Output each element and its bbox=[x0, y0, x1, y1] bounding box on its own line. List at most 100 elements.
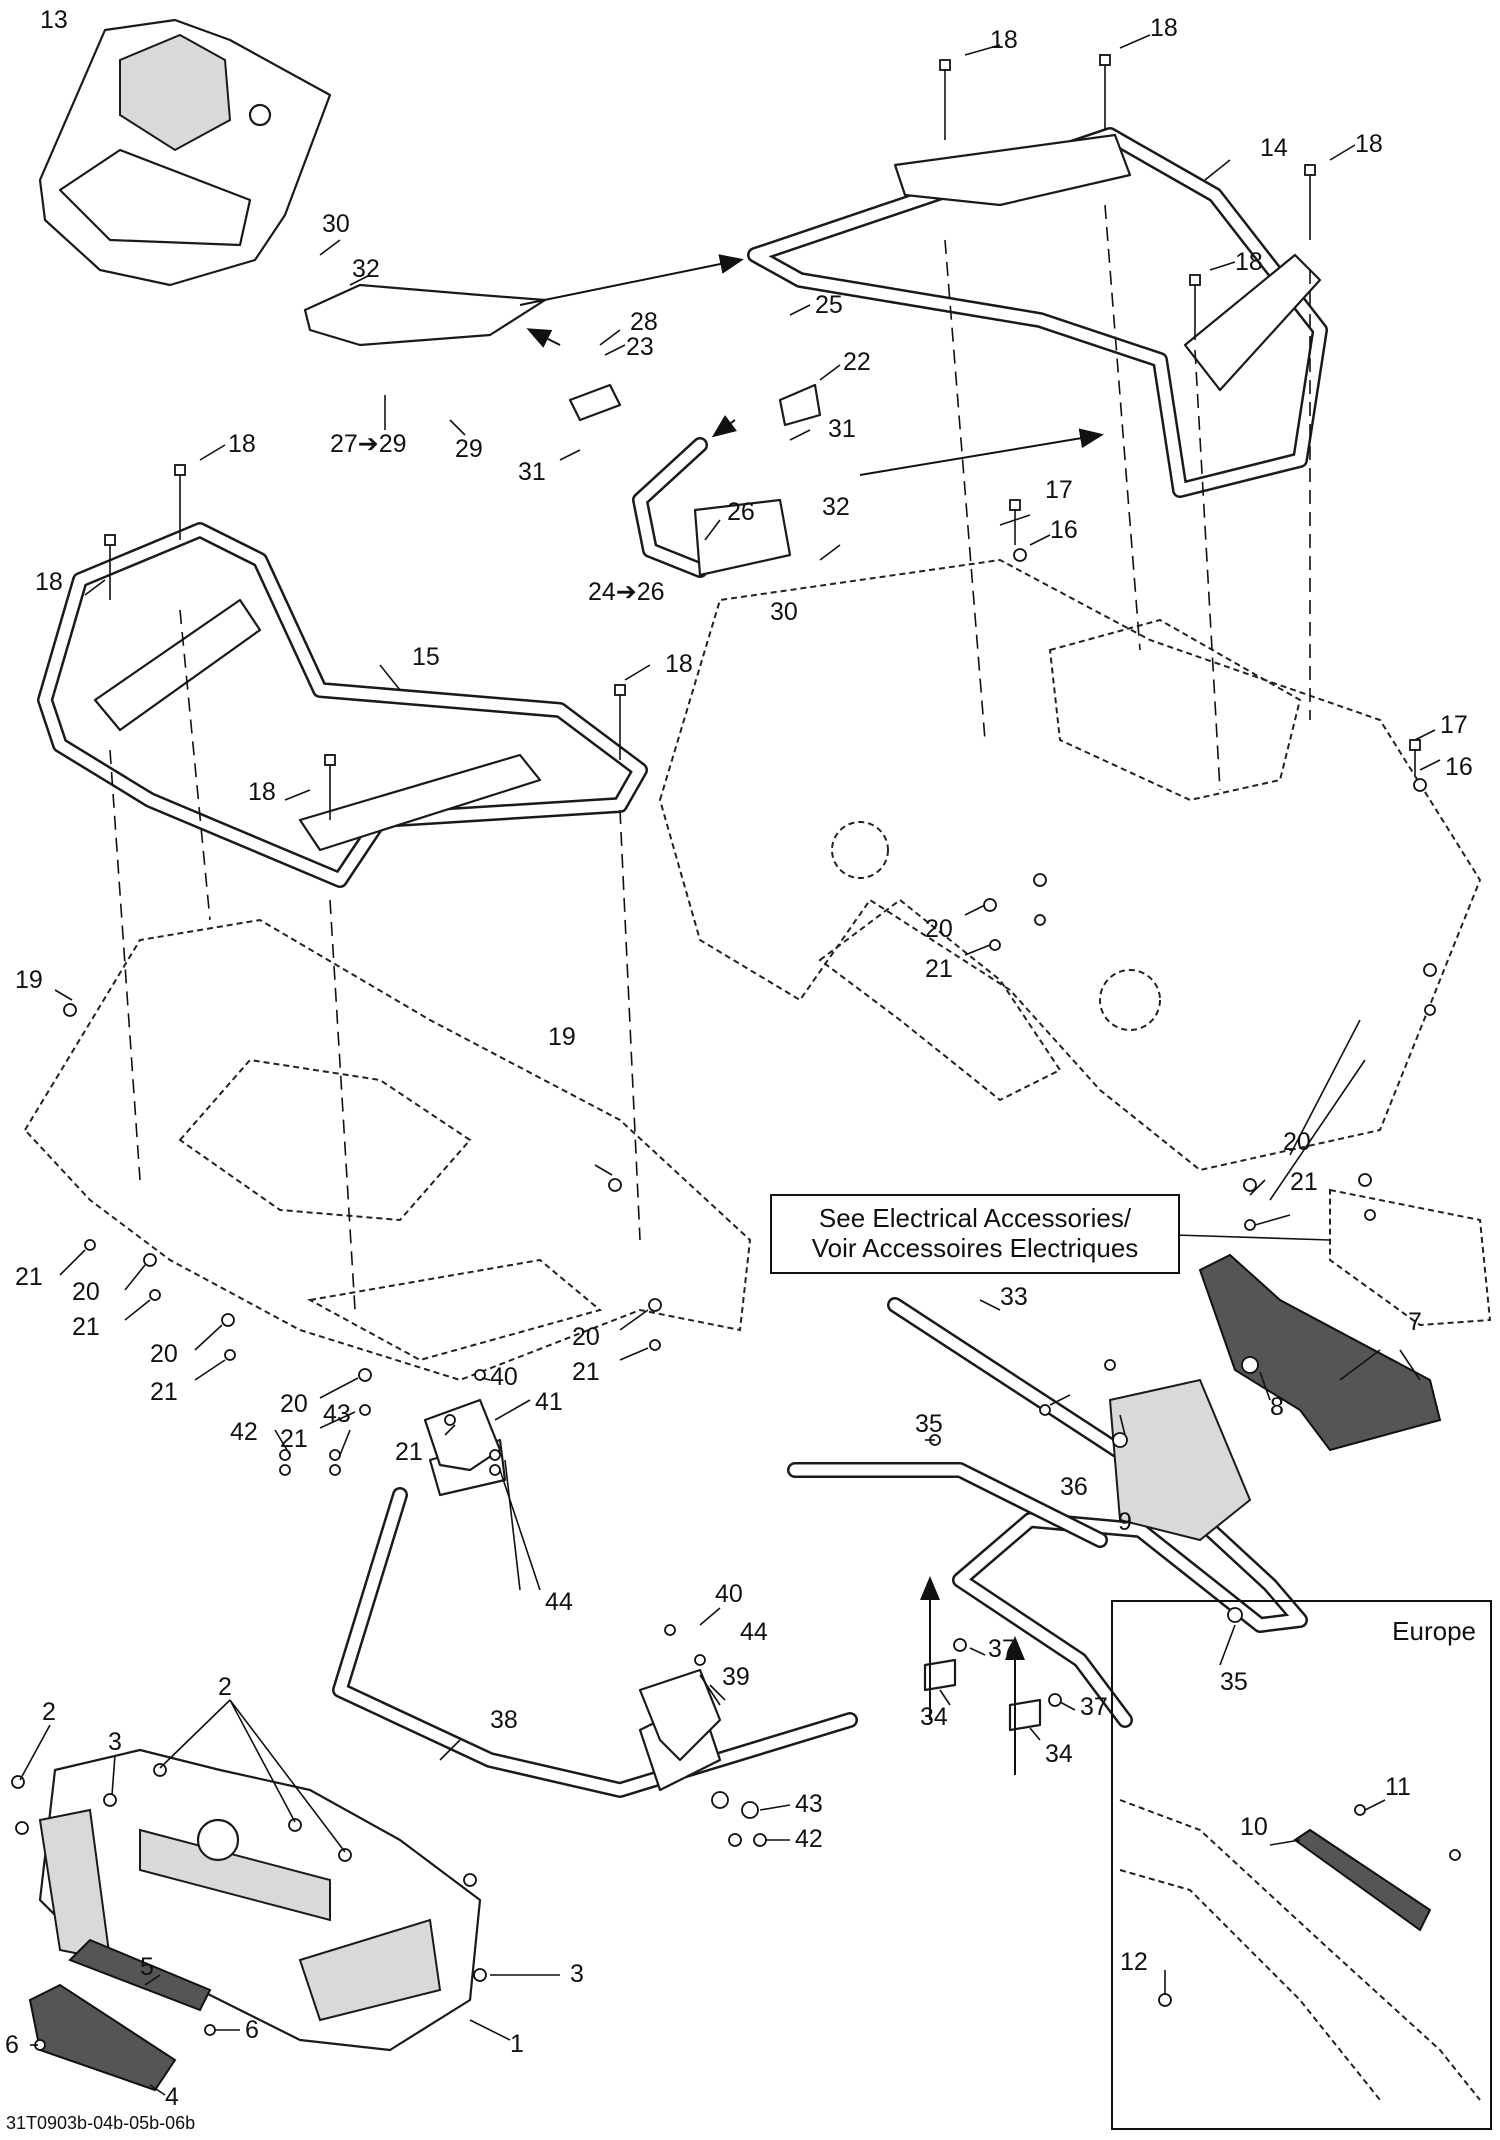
part-15-front-rack bbox=[37, 522, 648, 888]
callout-4: 4 bbox=[165, 2083, 179, 2111]
part-38-front-bumper-bar bbox=[332, 1438, 858, 1798]
callout-21: 21 bbox=[1290, 1168, 1318, 1196]
part-27-grab-handle bbox=[303, 283, 547, 347]
callout-21: 21 bbox=[15, 1263, 43, 1291]
callout-23: 23 bbox=[626, 333, 654, 361]
part-34-bracket bbox=[923, 1658, 1042, 1732]
callout-19: 19 bbox=[15, 966, 43, 994]
callout-31: 31 bbox=[518, 458, 546, 486]
europe-inset-drawing bbox=[1119, 1799, 1481, 2101]
callout-17: 17 bbox=[1440, 711, 1468, 739]
callout-43: 43 bbox=[323, 1400, 351, 1428]
part-5-grille-insert bbox=[68, 1938, 212, 2012]
alignment-lines bbox=[109, 204, 1311, 1311]
callout-42: 42 bbox=[230, 1418, 258, 1446]
part-4-grille-insert bbox=[28, 1983, 177, 2092]
part-7-tail-light bbox=[1198, 1188, 1492, 1452]
rear-fender-body bbox=[658, 558, 1482, 1172]
callout-38: 38 bbox=[490, 1706, 518, 1734]
assembly-arrows bbox=[519, 254, 1331, 1775]
callout-20: 20 bbox=[280, 1390, 308, 1418]
note-line-french: Voir Accessoires Electriques bbox=[811, 1233, 1139, 1263]
callout-13: 13 bbox=[40, 6, 68, 34]
part-13-front-cover bbox=[38, 18, 332, 287]
callout-32: 32 bbox=[352, 255, 380, 283]
callout-41: 41 bbox=[535, 1388, 563, 1416]
callout-32: 32 bbox=[822, 493, 850, 521]
callout-21: 21 bbox=[150, 1378, 178, 1406]
callout-26: 26 bbox=[727, 498, 755, 526]
part-33-rear-bumper bbox=[787, 1297, 1308, 1728]
callout-27-29: 27➔29 bbox=[330, 430, 407, 458]
callout-40: 40 bbox=[715, 1580, 743, 1608]
callout-31: 31 bbox=[828, 415, 856, 443]
callout-42: 42 bbox=[795, 1825, 823, 1853]
callout-2: 2 bbox=[42, 1698, 56, 1726]
callout-20: 20 bbox=[925, 915, 953, 943]
callout-18: 18 bbox=[665, 650, 693, 678]
part-22-bracket bbox=[778, 383, 822, 427]
front-fender-body bbox=[23, 918, 752, 1382]
callout-34: 34 bbox=[920, 1703, 948, 1731]
callout-29: 29 bbox=[455, 435, 483, 463]
callout-2: 2 bbox=[218, 1673, 232, 1701]
callout-18: 18 bbox=[248, 778, 276, 806]
part-23-bracket bbox=[568, 383, 622, 422]
callout-16: 16 bbox=[1445, 753, 1473, 781]
callout-18: 18 bbox=[1355, 130, 1383, 158]
callout-40: 40 bbox=[490, 1363, 518, 1391]
callout-37: 37 bbox=[988, 1635, 1016, 1663]
callout-17: 17 bbox=[1045, 476, 1073, 504]
callout-19: 19 bbox=[548, 1023, 576, 1051]
callout-21: 21 bbox=[925, 955, 953, 983]
callout-21: 21 bbox=[280, 1425, 308, 1453]
callout-30: 30 bbox=[322, 210, 350, 238]
europe-inset: Europe bbox=[1111, 1600, 1492, 2130]
callout-43: 43 bbox=[795, 1790, 823, 1818]
inset-title: Europe bbox=[1392, 1616, 1476, 1646]
electrical-accessories-note: See Electrical Accessories/ Voir Accesso… bbox=[770, 1194, 1180, 1274]
callout-6: 6 bbox=[5, 2031, 19, 2059]
callout-7: 7 bbox=[1408, 1308, 1422, 1336]
callout-35: 35 bbox=[915, 1410, 943, 1438]
callout-5: 5 bbox=[140, 1953, 154, 1981]
callout-44: 44 bbox=[545, 1588, 573, 1616]
callout-35: 35 bbox=[1220, 1668, 1248, 1696]
fasteners bbox=[11, 54, 1461, 2051]
callout-39: 39 bbox=[722, 1663, 750, 1691]
callout-3: 3 bbox=[108, 1728, 122, 1756]
callout-21: 21 bbox=[395, 1438, 423, 1466]
callout-20: 20 bbox=[150, 1340, 178, 1368]
callout-9: 9 bbox=[1118, 1508, 1132, 1536]
callout-20: 20 bbox=[72, 1278, 100, 1306]
callout-36: 36 bbox=[1060, 1473, 1088, 1501]
callout-11: 11 bbox=[1385, 1773, 1411, 1801]
callout-20: 20 bbox=[1283, 1128, 1311, 1156]
callout-44: 44 bbox=[740, 1618, 768, 1646]
callout-18: 18 bbox=[1150, 14, 1178, 42]
callout-10: 10 bbox=[1240, 1813, 1268, 1841]
callout-leaders bbox=[19, 34, 1441, 2096]
callout-18: 18 bbox=[990, 26, 1018, 54]
callout-15: 15 bbox=[412, 643, 440, 671]
callout-3: 3 bbox=[570, 1960, 584, 1988]
part-41-bracket bbox=[423, 1398, 502, 1472]
callout-24-26: 24➔26 bbox=[588, 578, 665, 606]
callout-18: 18 bbox=[228, 430, 256, 458]
callout-8: 8 bbox=[1270, 1393, 1284, 1421]
callout-1: 1 bbox=[510, 2030, 524, 2058]
note-line-english: See Electrical Accessories/ bbox=[818, 1203, 1132, 1234]
callout-37: 37 bbox=[1080, 1693, 1108, 1721]
part-14-rear-rack bbox=[747, 127, 1328, 498]
callout-6: 6 bbox=[245, 2016, 259, 2044]
callout-18: 18 bbox=[1235, 248, 1263, 276]
callout-16: 16 bbox=[1050, 516, 1078, 544]
callout-18: 18 bbox=[35, 568, 63, 596]
part-24-grab-handle bbox=[632, 437, 792, 578]
callout-21: 21 bbox=[572, 1358, 600, 1386]
part-39-bracket bbox=[638, 1668, 722, 1762]
callout-33: 33 bbox=[1000, 1283, 1028, 1311]
callout-20: 20 bbox=[572, 1323, 600, 1351]
